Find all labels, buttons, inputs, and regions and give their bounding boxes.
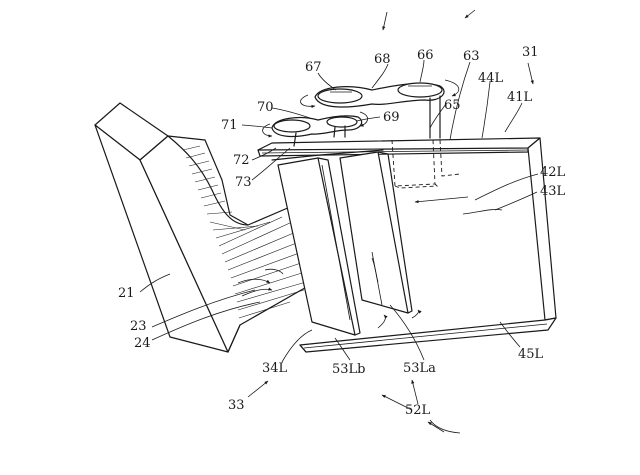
flow-arrows [264, 196, 503, 329]
label-53La: 53La [403, 361, 436, 376]
label-44L: 44L [478, 71, 504, 86]
flap-53Lb [277, 157, 361, 336]
pulley-71 [273, 119, 311, 133]
label-33: 33 [228, 398, 245, 413]
label-53Lb: 53Lb [332, 362, 366, 377]
label-70: 70 [257, 100, 274, 115]
pulley-belt-assembly [262, 79, 460, 147]
label-71: 71 [221, 118, 238, 133]
label-52L: 52L [405, 403, 431, 418]
flap-53La [339, 151, 413, 314]
label-43L: 43L [540, 184, 566, 199]
label-23: 23 [130, 319, 147, 334]
label-65: 65 [444, 98, 461, 113]
leader-lines [139, 59, 539, 434]
stray-arrow-top-left [382, 11, 388, 31]
label-67: 67 [305, 60, 322, 75]
label-73: 73 [235, 175, 252, 190]
housing-box [257, 137, 557, 353]
label-68: 68 [374, 52, 391, 67]
pulley-66 [397, 82, 443, 98]
label-72: 72 [233, 153, 250, 168]
ramp-slats [182, 145, 307, 319]
stray-arrow-top-right [464, 9, 476, 19]
label-34L: 34L [262, 361, 288, 376]
pulley-67 [317, 88, 363, 104]
label-42L: 42L [540, 165, 566, 180]
label-24: 24 [134, 336, 151, 351]
label-31: 31 [522, 45, 539, 60]
label-63: 63 [463, 49, 480, 64]
component-21-board [94, 102, 311, 353]
label-66: 66 [417, 48, 434, 63]
label-21: 21 [118, 286, 135, 301]
dashed-component-63 [391, 139, 461, 189]
reference-labels: 31 41L 44L 63 66 68 67 65 69 70 71 72 73… [118, 45, 566, 418]
label-45L: 45L [518, 347, 544, 362]
label-69: 69 [383, 110, 400, 125]
pulley-70 [326, 116, 358, 128]
label-41L: 41L [507, 90, 533, 105]
